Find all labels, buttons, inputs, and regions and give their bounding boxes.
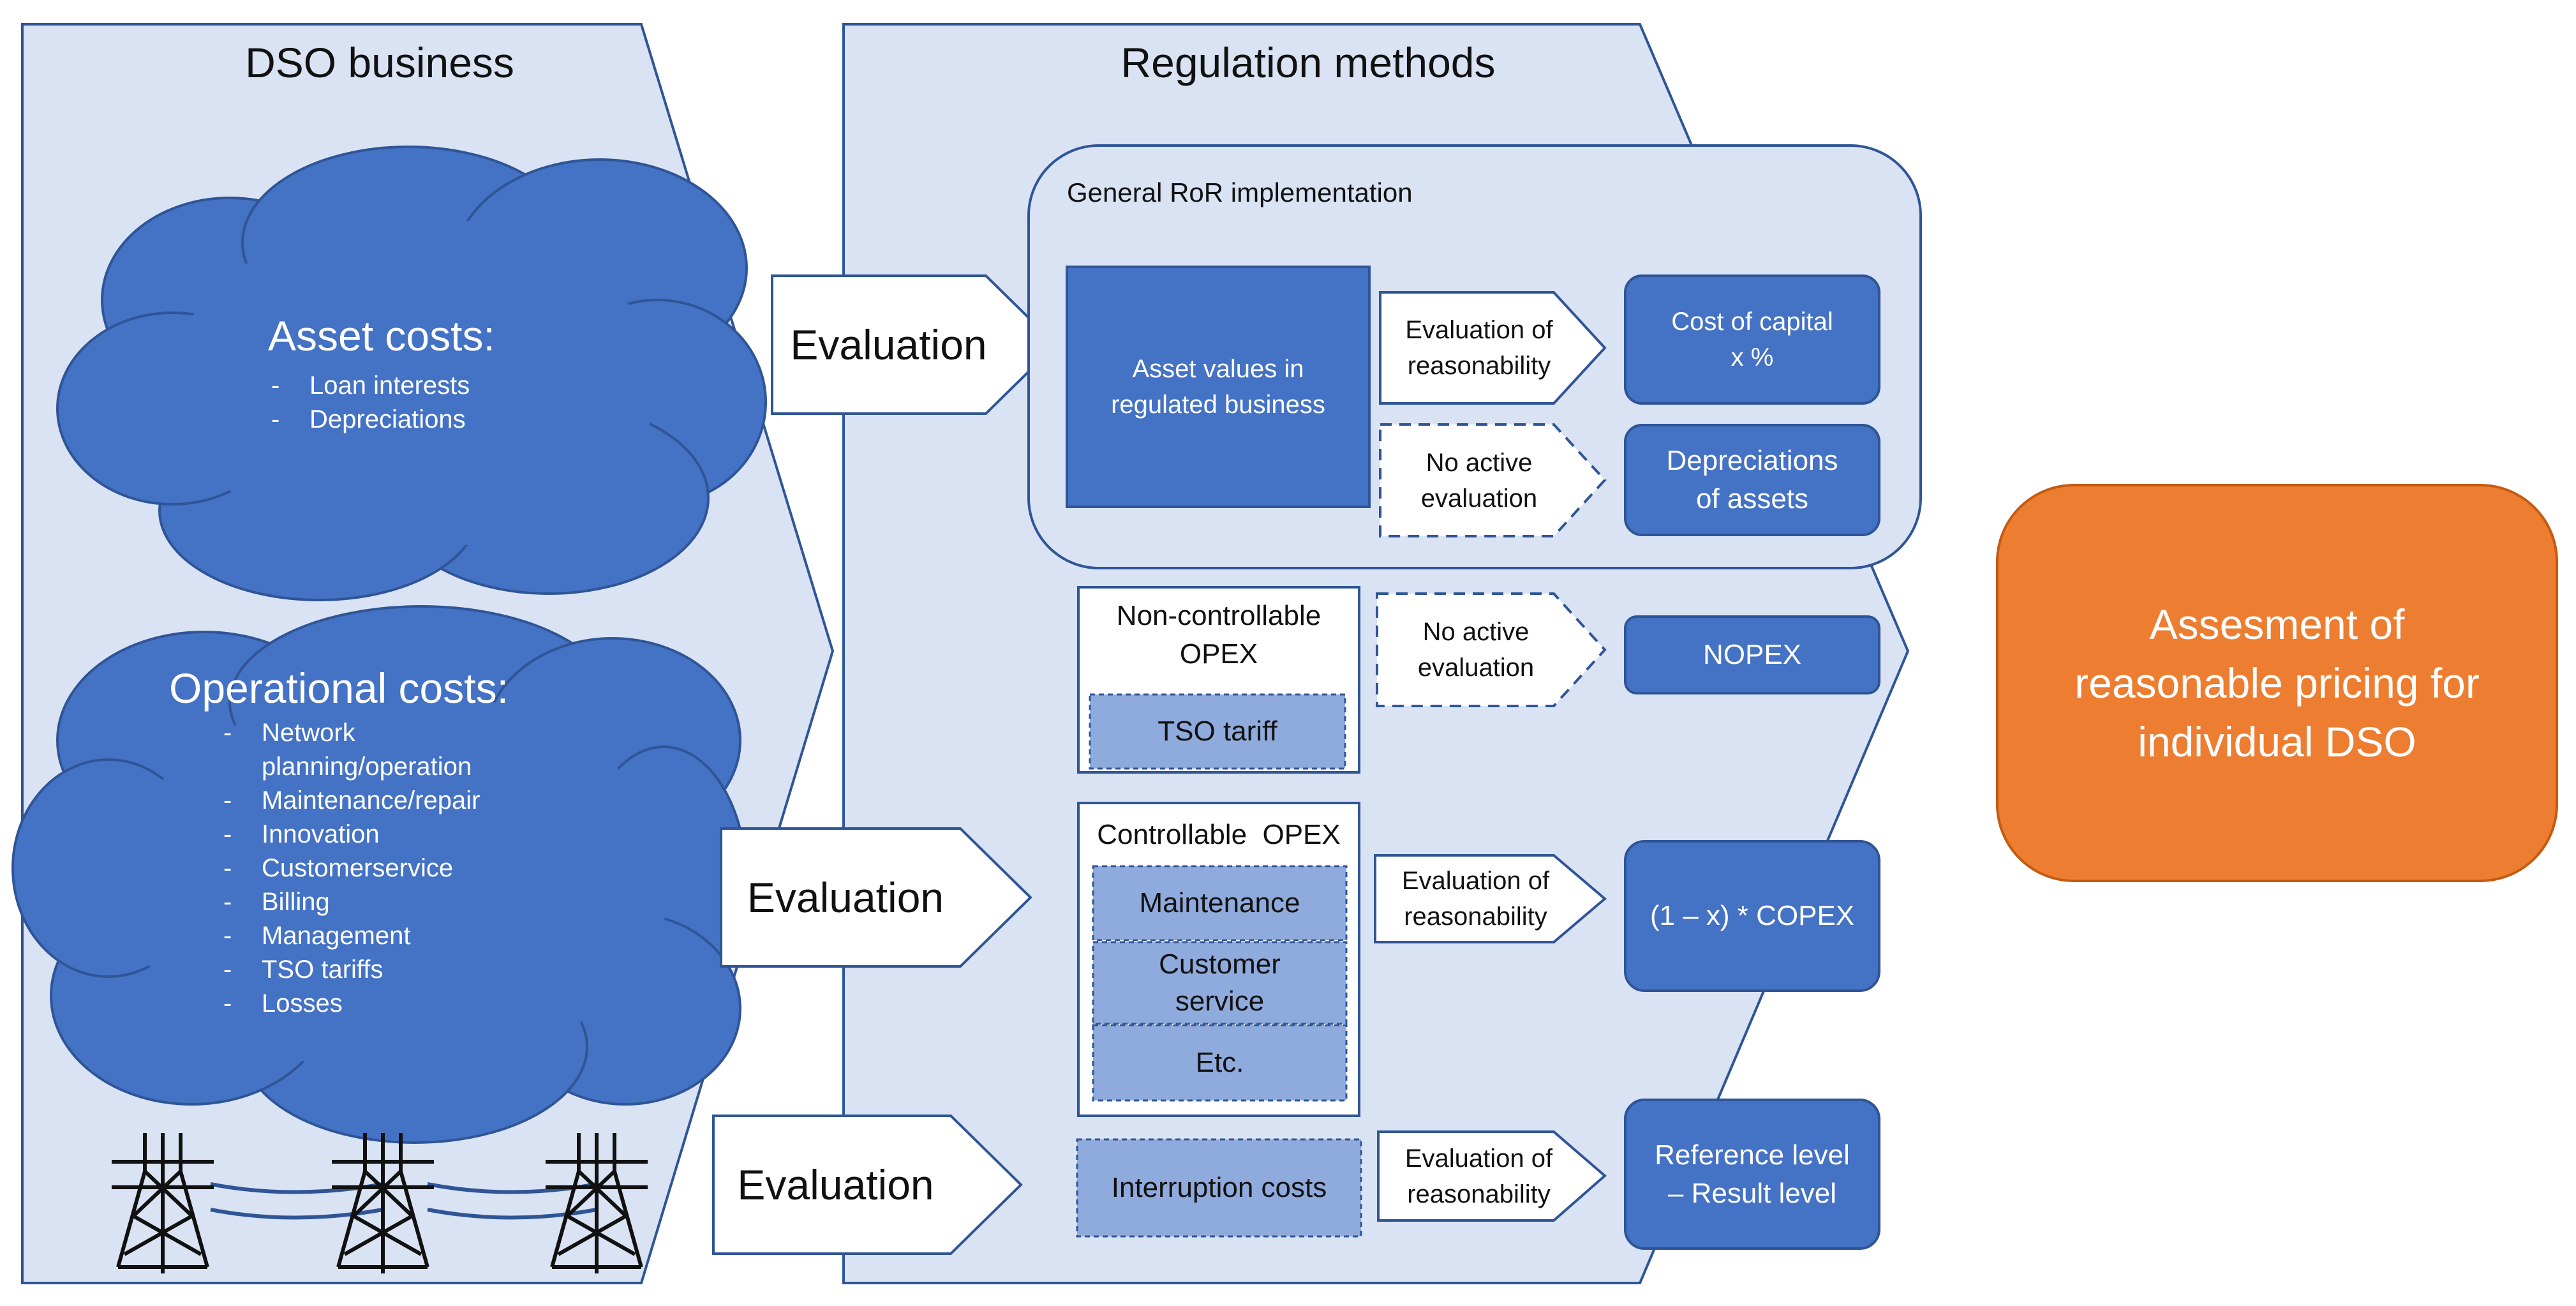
asset-costs-title: Asset costs: [268,312,495,359]
eval-reason-arrow-2 [1374,854,1607,943]
depreciations-box [1624,424,1880,536]
operational-cost-item: Network planning/operation [223,716,616,784]
nopex-label: NOPEX [1702,639,1802,670]
evaluation-arrow-2 [720,827,1032,968]
tso-tariff-label: TSO tariff [1158,716,1277,747]
operational-cost-item: TSO tariffs [223,953,616,987]
asset-cost-item: Depreciations [271,403,587,437]
maintenance-box [1092,865,1348,942]
operational-cost-item: Billing [223,885,616,919]
asset-cost-item: Loan interests [271,369,587,403]
ror-title: General RoR implementation [1067,177,1413,207]
interruption-costs-label: Interruption costs [1111,1172,1327,1203]
no-active-arrow-2 [1376,592,1607,707]
asset-values-label: Asset values in regulated business [1111,355,1325,419]
no-active-label: No active evaluation [1420,448,1538,513]
noncontrollable-opex-title: Non-controllable OPEX [1116,600,1322,670]
operational-cost-item: Maintenance/repair [223,784,616,818]
etc-box [1092,1024,1348,1102]
transmission-tower-icon [332,1133,434,1273]
dso-business-title: DSO business [245,38,514,86]
no-active-label: No active evaluation [1417,618,1535,682]
evaluation-arrow-3 [712,1115,1023,1255]
operational-costs-text: Operational costs: Network planning/oper… [169,664,616,1021]
customer-service-box [1092,941,1348,1025]
eval-reason-label: Evaluation of reasonability [1404,1144,1553,1208]
regulation-methods-title: Regulation methods [1120,38,1496,86]
reference-level-box [1624,1099,1880,1250]
operational-cost-item: Losses [223,987,616,1021]
operational-cost-item: Innovation [223,818,616,852]
eval-reason-label: Evaluation of reasonability [1405,316,1553,380]
etc-label: Etc. [1195,1047,1244,1078]
evaluation-label: Evaluation [790,321,987,368]
operational-cost-item: Customerservice [223,852,616,885]
assessment-box [1996,484,2558,882]
nopex-box [1624,615,1880,694]
assessment-label: Assesment of reasonable pricing for indi… [2074,601,2480,765]
operational-cost-item: Management [223,919,616,953]
eval-reason-arrow-3 [1377,1130,1607,1222]
transmission-tower-icon [112,1133,214,1273]
cost-of-capital-box [1624,274,1880,405]
tso-tariff-box [1089,693,1346,770]
evaluation-label: Evaluation [747,874,944,921]
operational-costs-title: Operational costs: [169,664,509,712]
no-active-arrow-1 [1379,423,1607,537]
eval-reason-label: Evaluation of reasonability [1401,867,1550,931]
eval-reason-arrow-1 [1379,291,1607,405]
maintenance-label: Maintenance [1139,887,1300,919]
asset-values-box [1066,266,1371,508]
evaluation-label: Evaluation [737,1161,934,1208]
controllable-opex-title: Controllable OPEX [1097,819,1341,850]
evaluation-arrow-1 [771,274,1058,415]
copex-box [1624,840,1880,992]
asset-costs-text: Asset costs: Loan interests Depreciation… [268,311,587,437]
copex-label: (1 – x) * COPEX [1649,900,1855,931]
cost-of-capital-label: Cost of capital x % [1671,308,1833,372]
transmission-tower-icon [546,1133,648,1273]
reference-level-label: Reference level – Result level [1655,1139,1850,1209]
interruption-costs-box [1076,1138,1362,1238]
depreciations-label: Depreciations of assets [1666,445,1838,514]
customer-service-label: Customer service [1159,949,1281,1017]
